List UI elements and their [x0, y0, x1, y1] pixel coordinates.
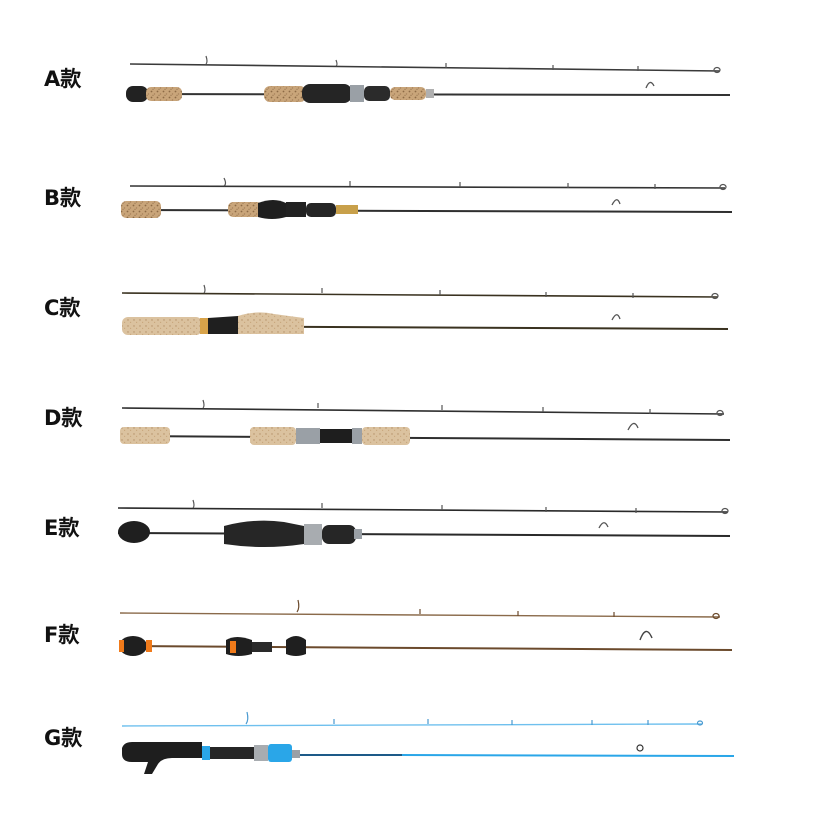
- rod-a: [126, 55, 731, 103]
- rod-label-g: G款: [44, 726, 83, 750]
- rod-label-d: D款: [44, 406, 83, 430]
- rod-label-c: C款: [44, 296, 81, 320]
- rod-e: [117, 499, 731, 547]
- rod-d: [120, 399, 731, 445]
- rod-f: [119, 599, 733, 656]
- rod-label-e: E款: [44, 516, 80, 540]
- rod-g: [121, 711, 735, 774]
- rod-label-a: A款: [44, 67, 82, 91]
- rod-label-b: B款: [44, 186, 82, 210]
- rod-c: [121, 284, 729, 335]
- rod-b: [121, 177, 733, 219]
- rod-label-f: F款: [44, 623, 80, 647]
